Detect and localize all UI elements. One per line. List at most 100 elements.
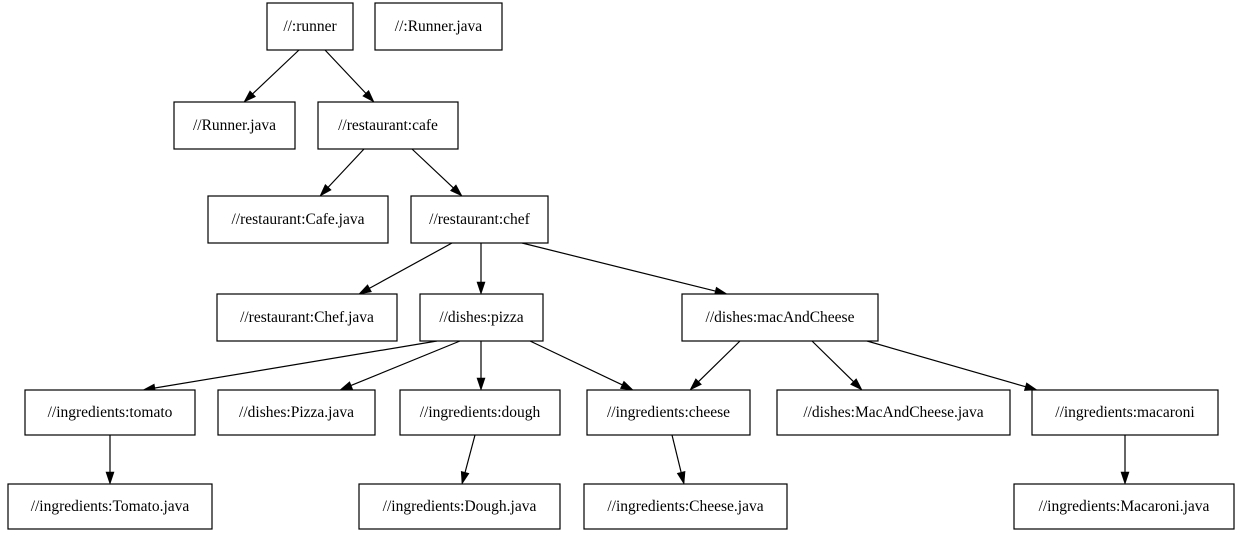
node-label: //ingredients:Dough.java — [383, 498, 537, 515]
graph-node[interactable]: //restaurant:Cafe.java — [207, 195, 389, 244]
edge-line — [698, 340, 741, 383]
edge-line — [154, 340, 438, 389]
node-box[interactable] — [24, 389, 196, 436]
graph-node[interactable]: //:runner — [266, 2, 354, 51]
node-label: //ingredients:tomato — [48, 404, 173, 421]
node-box[interactable] — [681, 293, 879, 342]
node-label: //ingredients:Tomato.java — [31, 498, 190, 515]
graph-node[interactable]: //dishes:MacAndCheese.java — [776, 389, 1011, 436]
node-label: //:Runner.java — [395, 18, 483, 35]
edge-arrowhead-icon — [1023, 382, 1038, 391]
edge-arrowhead-icon — [476, 281, 486, 295]
edge-line — [811, 340, 854, 383]
node-label: //ingredients:dough — [420, 404, 541, 421]
edge-line — [350, 340, 461, 387]
node-label: //restaurant:chef — [429, 211, 531, 228]
graph-edge — [671, 434, 686, 485]
edge-arrowhead-icon — [676, 471, 686, 485]
graph-node[interactable]: //restaurant:cafe — [317, 101, 459, 150]
graph-edge — [521, 242, 728, 296]
graph-node[interactable]: //ingredients:Macaroni.java — [1013, 483, 1235, 530]
edge-arrowhead-icon — [450, 184, 463, 197]
node-box[interactable] — [1031, 389, 1219, 436]
node-label: //restaurant:cafe — [338, 117, 438, 134]
graph-edge — [866, 340, 1038, 391]
node-box[interactable] — [7, 483, 213, 530]
node-label: //ingredients:macaroni — [1055, 404, 1195, 421]
node-box[interactable] — [217, 389, 376, 436]
graph-node[interactable]: //ingredients:Tomato.java — [7, 483, 213, 530]
node-box[interactable] — [374, 2, 503, 51]
edge-line — [671, 434, 682, 473]
edge-line — [464, 434, 476, 473]
node-box[interactable] — [583, 483, 788, 530]
node-label: //Runner.java — [193, 117, 276, 134]
node-box[interactable] — [586, 389, 751, 436]
graph-edge — [324, 49, 375, 103]
node-box[interactable] — [173, 101, 296, 150]
node-label: //dishes:macAndCheese — [706, 309, 855, 326]
edge-arrowhead-icon — [358, 284, 372, 295]
node-box[interactable] — [419, 293, 544, 342]
graph-edge — [243, 49, 300, 103]
edge-arrowhead-icon — [850, 378, 863, 391]
graph-node[interactable]: //dishes:macAndCheese — [681, 293, 879, 342]
node-box[interactable] — [399, 389, 561, 436]
node-label: //dishes:Pizza.java — [239, 404, 354, 421]
edge-line — [252, 49, 300, 95]
edge-arrowhead-icon — [362, 90, 375, 103]
graph-node[interactable]: //restaurant:Chef.java — [216, 293, 398, 342]
node-box[interactable] — [207, 195, 389, 244]
edge-arrowhead-icon — [105, 471, 115, 485]
graph-node[interactable]: //ingredients:tomato — [24, 389, 196, 436]
graph-edge — [476, 243, 486, 295]
graph-node[interactable]: //ingredients:Cheese.java — [583, 483, 788, 530]
graph-edge — [411, 148, 463, 197]
edge-arrowhead-icon — [1120, 471, 1130, 485]
node-box[interactable] — [410, 195, 549, 244]
graph-node[interactable]: //ingredients:cheese — [586, 389, 751, 436]
node-box[interactable] — [1013, 483, 1235, 530]
graph-node[interactable]: //restaurant:chef — [410, 195, 549, 244]
graph-node[interactable]: //ingredients:dough — [399, 389, 561, 436]
graph-edge — [358, 242, 453, 295]
graph-node[interactable]: //ingredients:Dough.java — [358, 483, 561, 530]
graph-node[interactable]: //:Runner.java — [374, 2, 503, 51]
edge-arrowhead-icon — [689, 378, 702, 391]
node-label: //dishes:MacAndCheese.java — [803, 404, 983, 421]
edge-line — [529, 340, 623, 386]
graph-node[interactable]: //dishes:pizza — [419, 293, 544, 342]
graph-edge — [811, 340, 863, 391]
edges-layer — [105, 49, 1130, 485]
edge-arrowhead-icon — [243, 90, 256, 103]
node-box[interactable] — [266, 2, 354, 51]
graph-edge — [460, 434, 476, 485]
nodes-layer: //:runner //:Runner.java //Runner.java //re… — [7, 2, 1235, 530]
edge-arrowhead-icon — [339, 381, 354, 391]
graph-edge — [689, 340, 741, 391]
edge-line — [324, 49, 367, 94]
node-box[interactable] — [317, 101, 459, 150]
node-box[interactable] — [216, 293, 398, 342]
graph-edge — [1120, 435, 1130, 485]
graph-node[interactable]: //ingredients:macaroni — [1031, 389, 1219, 436]
node-label: //restaurant:Chef.java — [240, 309, 374, 326]
edge-line — [521, 242, 716, 292]
node-box[interactable] — [776, 389, 1011, 436]
node-label: //ingredients:Cheese.java — [607, 498, 763, 515]
graph-node[interactable]: //dishes:Pizza.java — [217, 389, 376, 436]
edge-line — [866, 340, 1026, 388]
node-box[interactable] — [358, 483, 561, 530]
node-label: //ingredients:Macaroni.java — [1039, 498, 1210, 515]
graph-edge — [142, 340, 438, 393]
edge-arrowhead-icon — [476, 377, 486, 391]
graph-node[interactable]: //Runner.java — [173, 101, 296, 150]
graph-edge — [476, 341, 486, 391]
node-label: //ingredients:cheese — [607, 404, 730, 421]
node-label: //:runner — [283, 18, 337, 35]
edge-line — [369, 242, 453, 289]
edge-line — [411, 148, 454, 189]
edge-line — [327, 148, 365, 188]
